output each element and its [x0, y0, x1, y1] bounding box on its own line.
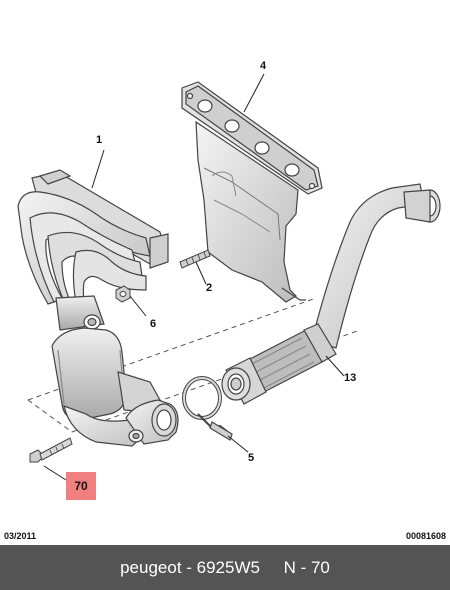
date-code: 03/2011	[4, 531, 37, 541]
nut-part-6	[115, 285, 147, 317]
exhaust-manifold-part-1	[17, 169, 169, 331]
callout-2: 2	[206, 282, 213, 294]
callout-5: 5	[248, 452, 255, 464]
callout-70-label: 70	[74, 479, 88, 493]
clamp-and-sensor-part-5	[182, 376, 249, 453]
stud-part-2	[179, 249, 211, 285]
bolt-part-70	[29, 437, 73, 463]
leader-lines	[43, 73, 265, 481]
highlighted-callout-70: 70	[66, 472, 96, 500]
heat-shield	[195, 120, 306, 303]
part-info-footer: peugeot - 6925W5 N - 70	[0, 545, 450, 590]
callout-6: 6	[150, 318, 157, 330]
callout-13: 13	[344, 372, 357, 384]
manifold-gasket-part-4	[181, 81, 323, 195]
callout-4: 4	[260, 60, 267, 72]
callout-1: 1	[96, 134, 103, 146]
exhaust-assembly-drawing	[17, 73, 441, 481]
front-pipe-part-13	[221, 183, 441, 405]
catalytic-converter	[51, 327, 179, 447]
document-number: 00081608	[405, 531, 446, 541]
part-info-text: peugeot - 6925W5 N - 70	[120, 557, 330, 577]
